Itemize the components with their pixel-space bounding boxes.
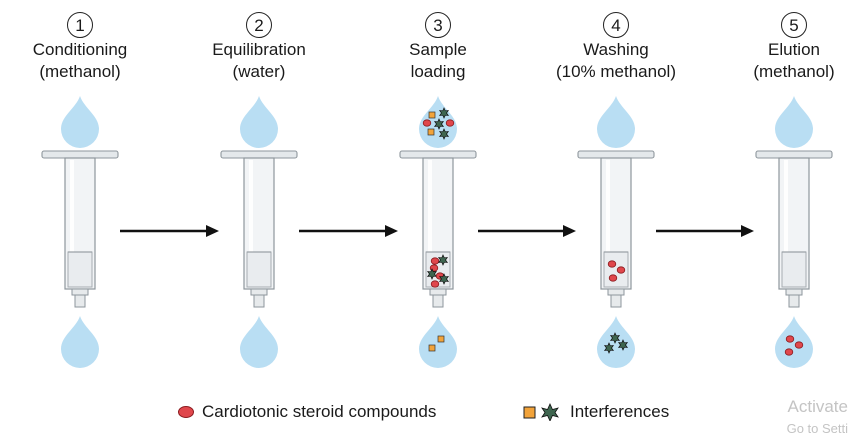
interference-star [609, 332, 621, 344]
step-4-title-line1: Washing [583, 40, 649, 59]
barrel-highlight [606, 160, 610, 286]
interference-square [427, 128, 435, 136]
legend-interferences-label: Interferences [570, 402, 670, 421]
step-2-title-line2: (water) [232, 62, 286, 81]
bottom-drop-2 [240, 316, 278, 368]
syringe-flange [399, 150, 477, 159]
interference-star [603, 342, 615, 354]
bottom-drop-4 [596, 316, 635, 369]
watermark-settings: Go to Setti [786, 421, 848, 436]
interference-square [437, 335, 445, 343]
step-2-column [220, 96, 298, 368]
step-3-number: 3 [425, 12, 451, 38]
step-4-title-line2: (10% methanol) [555, 62, 676, 81]
step-1-number: 1 [67, 12, 93, 38]
barrel-highlight [249, 160, 253, 286]
watermark-activate: Activate [787, 397, 848, 416]
legend-compounds: Cardiotonic steroid compounds [176, 402, 436, 422]
interference-square [428, 111, 436, 119]
legend-compounds-label: Cardiotonic steroid compounds [202, 402, 437, 421]
bottom-drop-5 [775, 316, 813, 368]
step-5-header: 5 Elution (methanol) [724, 12, 852, 82]
sorbent-bed [67, 251, 93, 288]
interference-star [438, 128, 450, 140]
orange-square-icon [523, 406, 536, 419]
interference-star [426, 268, 438, 280]
syringe-flange [220, 150, 298, 159]
compound-dot [607, 260, 617, 268]
syringe-flange [577, 150, 655, 159]
syringe-tip [253, 294, 265, 308]
compound-dot [794, 341, 804, 349]
step-3-header: 3 Sample loading [368, 12, 508, 82]
step-4-column [577, 96, 655, 369]
syringe-tip-collar [71, 288, 89, 296]
step-2-header: 2 Equilibration (water) [189, 12, 329, 82]
syringe-tip-collar [250, 288, 268, 296]
red-circle-icon [178, 406, 194, 418]
interference-star [438, 273, 450, 285]
legend-interferences: Interferences [522, 402, 669, 422]
syringe-flange [41, 150, 119, 159]
flow-arrow-2-head [385, 225, 398, 237]
top-drop-1 [61, 96, 99, 148]
barrel-highlight [428, 160, 432, 286]
step-2-number: 2 [246, 12, 272, 38]
interference-star [437, 254, 449, 266]
step-4-number: 4 [603, 12, 629, 38]
compound-dot [430, 280, 440, 288]
syringe-tip-collar [607, 288, 625, 296]
syringe-tip [74, 294, 86, 308]
step-1-title-line1: Conditioning [32, 40, 128, 59]
flow-arrow-4-head [741, 225, 754, 237]
interference-star [438, 107, 450, 119]
barrel-highlight [784, 160, 788, 286]
step-5-number: 5 [781, 12, 807, 38]
step-1-header: 1 Conditioning (methanol) [10, 12, 150, 82]
interference-icons [523, 403, 559, 421]
barrel-highlight [70, 160, 74, 286]
syringe-tip [788, 294, 800, 308]
compound-dot [430, 257, 440, 265]
step-5-column [755, 96, 833, 368]
step-3-title-line2: loading [410, 62, 466, 81]
syringe-tip-collar [429, 288, 447, 296]
compound-dot [784, 348, 794, 356]
flow-arrow-1-head [206, 225, 219, 237]
syringe-tip [610, 294, 622, 308]
step-2-title-line1: Equilibration [212, 40, 306, 59]
step-1-column [41, 96, 119, 368]
step-3-title-line1: Sample [409, 40, 467, 59]
interference-star [433, 118, 445, 130]
compound-dot [616, 266, 626, 274]
sorbent-bed [781, 251, 807, 288]
step-5-title-line1: Elution [768, 40, 820, 59]
step-5-title-line2: (methanol) [753, 62, 835, 81]
step-3-column [399, 96, 477, 368]
interference-square [428, 344, 436, 352]
flow-arrow-3-head [563, 225, 576, 237]
green-star-icon [541, 403, 559, 421]
compound-dot [785, 335, 795, 343]
compound-dot [422, 119, 432, 127]
bottom-drop-1 [61, 316, 99, 368]
step-1-title-line2: (methanol) [39, 62, 121, 81]
sorbent-bed [246, 251, 272, 288]
syringe-tip [432, 294, 444, 308]
compound-dot [608, 274, 618, 282]
syringe-tip-collar [785, 288, 803, 296]
compound-dot [445, 119, 455, 127]
syringe-flange [755, 150, 833, 159]
step-4-header: 4 Washing (10% methanol) [546, 12, 686, 82]
top-drop-2 [240, 96, 278, 148]
interference-star [617, 339, 629, 351]
top-drop-5 [775, 96, 813, 148]
top-drop-4 [596, 96, 635, 149]
